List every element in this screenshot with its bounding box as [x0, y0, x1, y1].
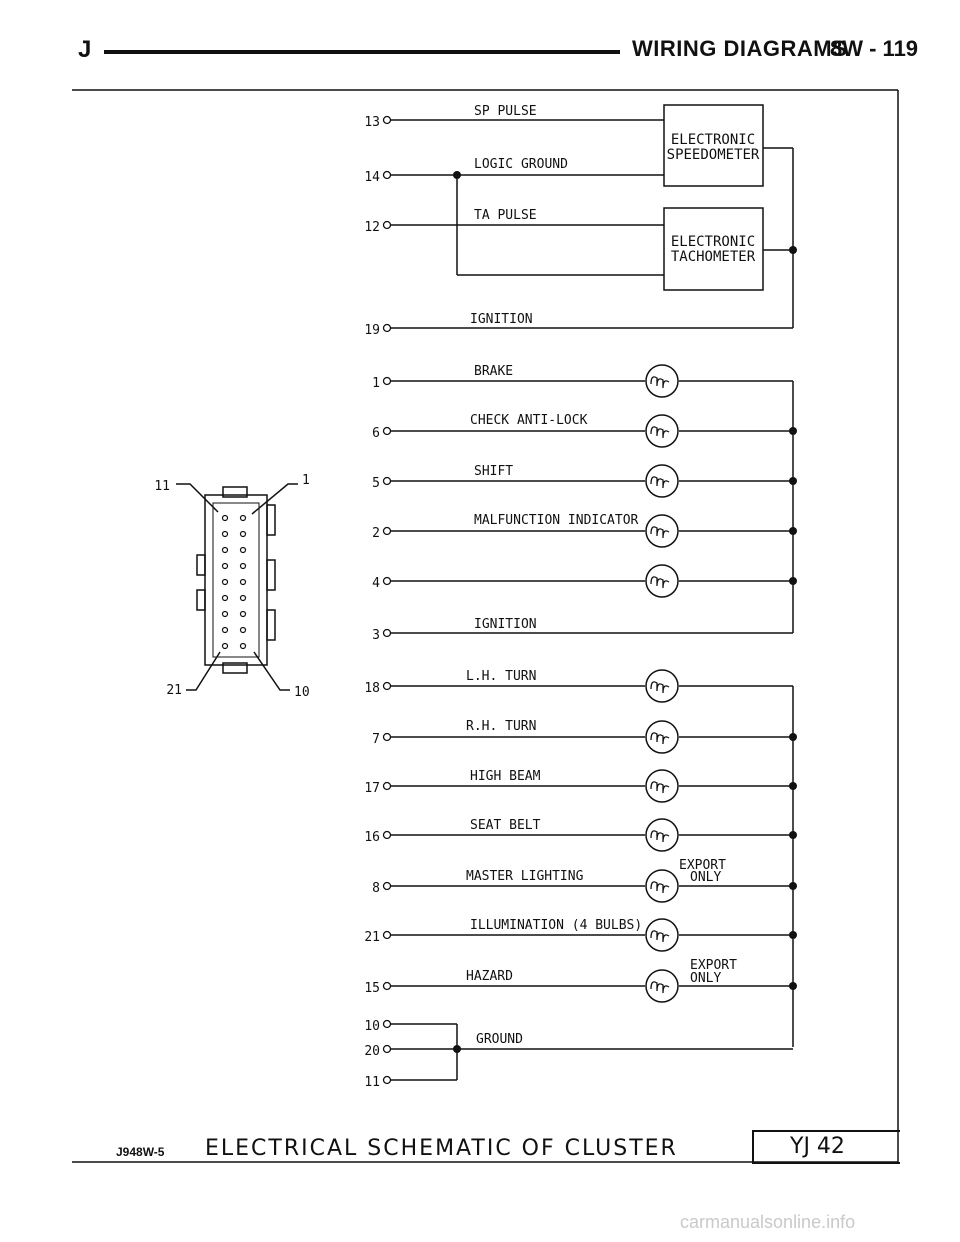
export-note: ONLY	[690, 971, 721, 986]
circuit-label: CHECK ANTI-LOCK	[470, 413, 588, 428]
pin-number: 8	[372, 881, 380, 896]
speedometer-label-1: ELECTRONIC	[671, 132, 755, 148]
circuit-label: LOGIC GROUND	[474, 157, 568, 172]
bulb-icon	[645, 514, 679, 548]
ground-splice	[453, 1045, 461, 1053]
pin-numbers: 13 14 12 19 1 6 5 2 4 3 18 7 17 16 8 21 …	[364, 115, 380, 1090]
pin-number: 7	[372, 732, 380, 747]
circuit-label: BRAKE	[474, 364, 513, 379]
pin-number: 3	[372, 628, 380, 643]
circuit-label: MASTER LIGHTING	[466, 869, 584, 884]
pin-number: 4	[372, 576, 380, 591]
export-note: EXPORT	[690, 958, 737, 973]
circuit-label: IGNITION	[470, 312, 533, 327]
tach-feed-splice	[789, 246, 797, 254]
bulb-icon	[645, 769, 679, 803]
pin-number: 19	[364, 323, 380, 338]
export-note: EXPORT	[679, 858, 726, 873]
header-title: WIRING DIAGRAMS	[632, 36, 848, 61]
tachometer-label-1: ELECTRONIC	[671, 234, 755, 250]
lower-wiring	[391, 685, 794, 1081]
pin-number: 10	[364, 1019, 380, 1034]
header-rule	[104, 50, 620, 54]
leader-line	[253, 651, 290, 691]
pin-number: 15	[364, 981, 380, 996]
bulb-icon	[645, 918, 679, 952]
lamp-symbols	[645, 364, 679, 1003]
figure-title: ELECTRICAL SCHEMATIC OF CLUSTER	[205, 1136, 678, 1161]
speedometer-module: ELECTRONIC SPEEDOMETER	[663, 104, 764, 187]
circuit-labels: SP PULSE LOGIC GROUND TA PULSE IGNITION …	[466, 104, 737, 1047]
circuit-label: HAZARD	[466, 969, 513, 984]
leader-line	[251, 483, 298, 515]
circuit-label: HIGH BEAM	[470, 769, 541, 784]
circuit-label: SEAT BELT	[470, 818, 541, 833]
circuit-label: L.H. TURN	[466, 669, 536, 684]
connector-pin-label: 21	[166, 683, 182, 698]
bulb-icon	[645, 464, 679, 498]
leader-line	[176, 483, 219, 513]
logic-ground-splice	[453, 171, 461, 179]
bulb-icon	[645, 669, 679, 703]
connector-face	[176, 483, 298, 691]
connector-pin-label: 10	[294, 685, 310, 700]
pin-number: 2	[372, 526, 380, 541]
figure-id-box	[752, 1130, 900, 1164]
pin-terminals	[382, 115, 392, 1085]
circuit-label: ILLUMINATION (4 BULBS)	[470, 918, 642, 933]
bulb-icon	[645, 364, 679, 398]
figure-code: J948W-5	[116, 1145, 165, 1159]
circuit-label: TA PULSE	[474, 208, 537, 223]
bulb-icon	[645, 869, 679, 903]
export-note: ONLY	[690, 870, 721, 885]
watermark: carmanualsonline.info	[680, 1212, 856, 1232]
bulb-icon	[645, 818, 679, 852]
circuit-label: R.H. TURN	[466, 719, 536, 734]
header-page-number: 8W - 119	[830, 36, 919, 61]
leader-line	[186, 651, 221, 691]
connector-pin-label: 1	[302, 473, 310, 488]
pin-number: 11	[364, 1075, 380, 1090]
tachometer-label-2: TACHOMETER	[671, 249, 756, 265]
connector-pin-label: 11	[154, 479, 170, 494]
circuit-label: SHIFT	[474, 464, 513, 479]
circuit-label: IGNITION	[474, 617, 537, 632]
speedometer-label-2: SPEEDOMETER	[667, 147, 760, 163]
connector-pins	[221, 514, 247, 650]
circuit-label: SP PULSE	[474, 104, 537, 119]
pin-number: 5	[372, 476, 380, 491]
pin-number: 12	[364, 220, 380, 235]
circuit-label: MALFUNCTION INDICATOR	[474, 513, 639, 528]
indicator-wiring	[391, 380, 794, 634]
page-header: J WIRING DIAGRAMS 8W - 119	[0, 0, 960, 70]
pin-number: 18	[364, 681, 380, 696]
bus-splices	[789, 427, 797, 990]
pin-number: 13	[364, 115, 380, 130]
pin-number: 17	[364, 781, 380, 796]
pin-number: 16	[364, 830, 380, 845]
pin-number: 1	[372, 376, 380, 391]
bulb-icon	[645, 564, 679, 598]
bulb-icon	[645, 414, 679, 448]
pin-number: 14	[364, 170, 380, 185]
pin-number: 21	[364, 930, 380, 945]
pin-number: 6	[372, 426, 380, 441]
header-letter: J	[78, 36, 92, 63]
circuit-label: GROUND	[476, 1032, 523, 1047]
bulb-icon	[645, 969, 679, 1003]
tachometer-module: ELECTRONIC TACHOMETER	[663, 207, 764, 291]
upper-wiring	[391, 119, 794, 329]
figure-id: YJ 42	[790, 1134, 845, 1159]
bulb-icon	[645, 720, 679, 754]
pin-number: 20	[364, 1044, 380, 1059]
